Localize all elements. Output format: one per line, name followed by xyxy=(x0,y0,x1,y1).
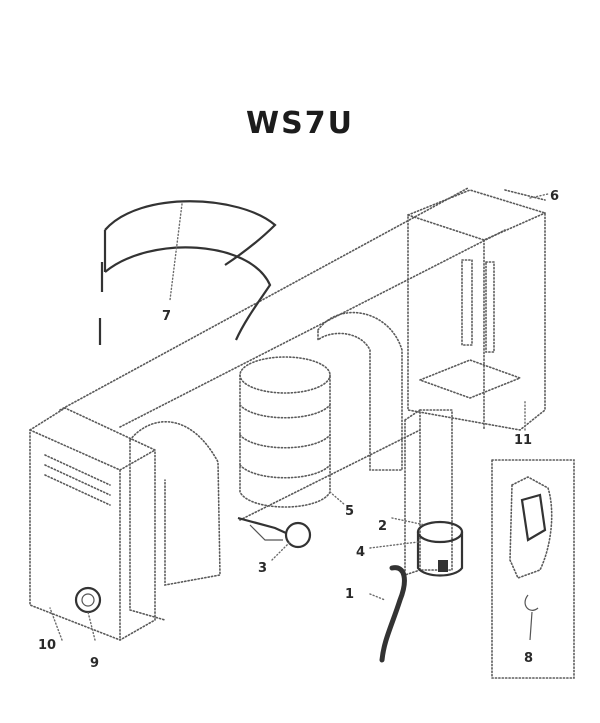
callout-3: 3 xyxy=(258,561,267,576)
callout-labels: 1 2 3 4 5 6 7 8 9 10 11 xyxy=(38,189,559,671)
callout-4: 4 xyxy=(356,545,365,560)
part-filter-column xyxy=(404,409,464,577)
callout-2: 2 xyxy=(378,519,387,534)
part-drain-plug xyxy=(74,586,102,614)
callout-7: 7 xyxy=(162,309,171,324)
callout-9: 9 xyxy=(90,656,99,671)
part-valve xyxy=(237,516,312,549)
callout-1: 1 xyxy=(345,587,354,602)
diagram-title: WS7U xyxy=(246,106,354,141)
part-back-panel xyxy=(317,311,403,471)
part-faucet-inset xyxy=(491,459,575,679)
part-tubing xyxy=(379,565,407,663)
part-cabinet-lower xyxy=(29,407,156,641)
callout-10: 10 xyxy=(38,638,56,653)
callout-8: 8 xyxy=(524,651,533,666)
part-storage-tank xyxy=(239,356,331,508)
callout-11: 11 xyxy=(514,433,532,448)
callout-6: 6 xyxy=(550,189,559,204)
assembly-guide-lines xyxy=(59,187,506,521)
callout-5: 5 xyxy=(345,504,354,519)
part-rear-shroud xyxy=(129,421,221,621)
part-straps xyxy=(98,200,277,345)
callout-leaders xyxy=(49,193,549,641)
part-housing-upper xyxy=(407,189,546,431)
